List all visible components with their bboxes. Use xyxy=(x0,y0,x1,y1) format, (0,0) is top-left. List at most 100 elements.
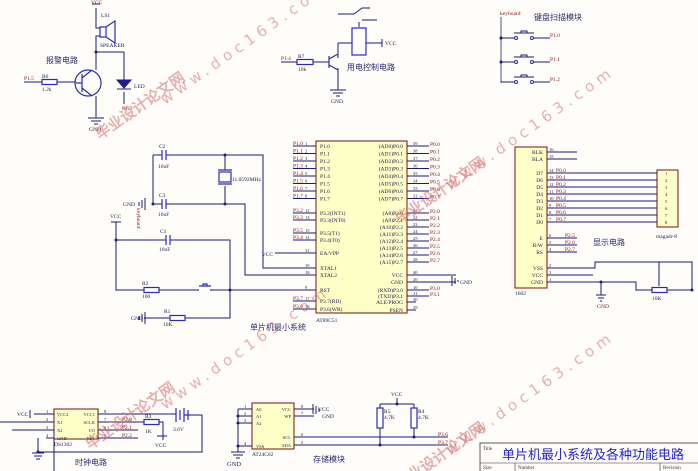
mcu-pin-label: (A12)P2.4 xyxy=(380,238,403,245)
mcu-pin-label: ALE/PROG xyxy=(376,300,403,306)
pin-number: 24 xyxy=(413,229,418,234)
mcu-pin-label: P3.7(RD) xyxy=(320,298,341,305)
net-label: P0.5 xyxy=(430,180,440,186)
pin-number: 30 xyxy=(413,297,418,302)
mcu-pin-label: VCC xyxy=(392,273,404,279)
mcu-pin-label: (A9)P2.1 xyxy=(383,217,404,224)
net-label: P0.5 xyxy=(556,203,566,209)
r5-label: R5 xyxy=(384,409,391,415)
c2-label: C2 xyxy=(159,144,166,150)
net-label: P3.7 xyxy=(438,440,448,446)
mcu-pin-label: P1.5 xyxy=(320,182,330,188)
net-label: P2.6 xyxy=(430,251,440,257)
pin-number: 27 xyxy=(413,250,418,255)
pin-number: 29 xyxy=(413,305,418,310)
connector-pin: 4 xyxy=(665,192,668,197)
pin-number: 9 xyxy=(549,203,552,208)
eeprom-pin-label: A1 xyxy=(256,414,262,419)
pin-number: 39 xyxy=(413,141,418,146)
c2-value: 10uF xyxy=(158,164,169,170)
mcu-at89c51: VCC GND AT89C51 单片机最小系统 P1.01P1.0P1.12P1… xyxy=(250,140,472,332)
net-label: P2.1 xyxy=(122,425,132,431)
speaker-label: SPEAKER xyxy=(100,43,125,49)
pin-number: 17 xyxy=(305,296,310,301)
connector-pin: 5 xyxy=(665,199,668,204)
net-label: P2.7 xyxy=(565,247,575,253)
net-label: P3.2 xyxy=(293,208,303,214)
r6-label: R6 xyxy=(42,74,49,80)
mcu-pin-label: RST xyxy=(320,288,331,294)
net-label: P2.5 xyxy=(565,233,575,239)
net-label: P1.7 xyxy=(122,106,132,112)
connector-8 xyxy=(656,169,679,228)
watermark-url: www.doc163.com xyxy=(157,282,333,413)
net-label: P0.3 xyxy=(430,165,440,171)
net-label: P1.5 xyxy=(24,76,34,82)
size-label: Size xyxy=(483,466,492,471)
net-label: P0.7 xyxy=(430,195,440,201)
r3-label: R3 xyxy=(145,414,152,420)
net-label: P2.2 xyxy=(430,223,440,229)
net-label: P3.7 xyxy=(293,296,303,302)
pin-number: 4 xyxy=(305,164,308,169)
mcu-pin-label: (AD6)P0.6 xyxy=(379,188,404,195)
title-block: Title 单片机最小系统及各种功能电路 Size Number Revisio… xyxy=(479,442,698,471)
net-label: P3.3 xyxy=(293,215,303,221)
pin-number: 7 xyxy=(104,417,107,422)
pin-number: 2 xyxy=(46,417,48,422)
pin-number: 21 xyxy=(413,208,418,213)
title-label: Title xyxy=(483,447,493,452)
lcd-pin-label: E xyxy=(540,236,544,242)
transistor-icon xyxy=(328,53,339,71)
lcd-pin-label: D1 xyxy=(536,213,543,219)
eeprom-pin-label: SDA xyxy=(282,443,292,448)
vcc-label: VCC xyxy=(318,407,330,413)
eeprom-circuit: VCC GND GND VCC R5 4.7K R4 4.7K P3.6 P3.… xyxy=(227,392,448,468)
mcu-pin-label: (A10)P2.2 xyxy=(380,224,403,231)
gnd-label: GND xyxy=(331,99,343,105)
battery-icon xyxy=(175,408,190,422)
pin-number: 38 xyxy=(413,149,418,154)
clock-title: 时钟电路 xyxy=(75,457,107,467)
r1-value: 10K xyxy=(163,322,173,328)
r7-label: R7 xyxy=(298,54,305,60)
net-label: P0.4 xyxy=(556,196,566,202)
mcu-pin-label: (AD7)P0.7 xyxy=(379,196,404,203)
pin-number: 8 xyxy=(301,404,304,409)
pin-number: 40 xyxy=(413,270,418,275)
net-label: P3.1 xyxy=(430,292,440,298)
mcu-pin-label: GND xyxy=(391,280,403,286)
pin-number: 7 xyxy=(549,217,552,222)
pin-number: 2 xyxy=(305,149,307,154)
pin-number: 15 xyxy=(305,228,310,233)
pin-number: 1 xyxy=(549,277,551,282)
mcu-pin-label: XTAL1 xyxy=(320,266,337,272)
watermark-text: 毕业设计论文网 xyxy=(92,68,188,143)
net-label: P1.3 xyxy=(293,164,303,170)
key-switch-icon xyxy=(501,54,550,63)
lcd-pin-label: D0 xyxy=(536,220,543,226)
ds1302-pin-label: RST xyxy=(87,436,96,441)
ds1302-pin-label: VCC1 xyxy=(83,412,95,417)
lcd-1602 xyxy=(514,146,548,289)
keyboard-circuit: keyboard 键盘扫描模块 P1.0P1.1P1.2 xyxy=(499,11,582,84)
mcu-pin-label: (AD2)P0.2 xyxy=(379,158,404,165)
pin-number: 3 xyxy=(244,418,247,423)
r5-value: 4.7K xyxy=(384,415,395,421)
c3-value: 10uF xyxy=(158,212,169,218)
relay-circuit: VCC P1.4 R7 10k 用电控制电路 GND xyxy=(281,7,397,105)
mcu-pin-label: P1.2 xyxy=(320,159,330,165)
connector-label: magadr-8 xyxy=(656,234,677,240)
potentiometer-icon xyxy=(651,286,668,294)
junction xyxy=(499,60,503,64)
vcc-label: VCC xyxy=(385,41,397,47)
lcd-pin-label: D6 xyxy=(536,178,543,184)
vcc-label: VCC xyxy=(110,214,122,220)
key-net-label: P1.2 xyxy=(550,77,560,83)
pin-number: 36 xyxy=(413,164,418,169)
resistor-r5 xyxy=(376,407,384,429)
pin-number: 4 xyxy=(244,441,247,446)
gnd-label: GND xyxy=(597,304,609,310)
gnd-label: GND xyxy=(131,316,143,322)
pin-number: 6 xyxy=(549,233,552,238)
